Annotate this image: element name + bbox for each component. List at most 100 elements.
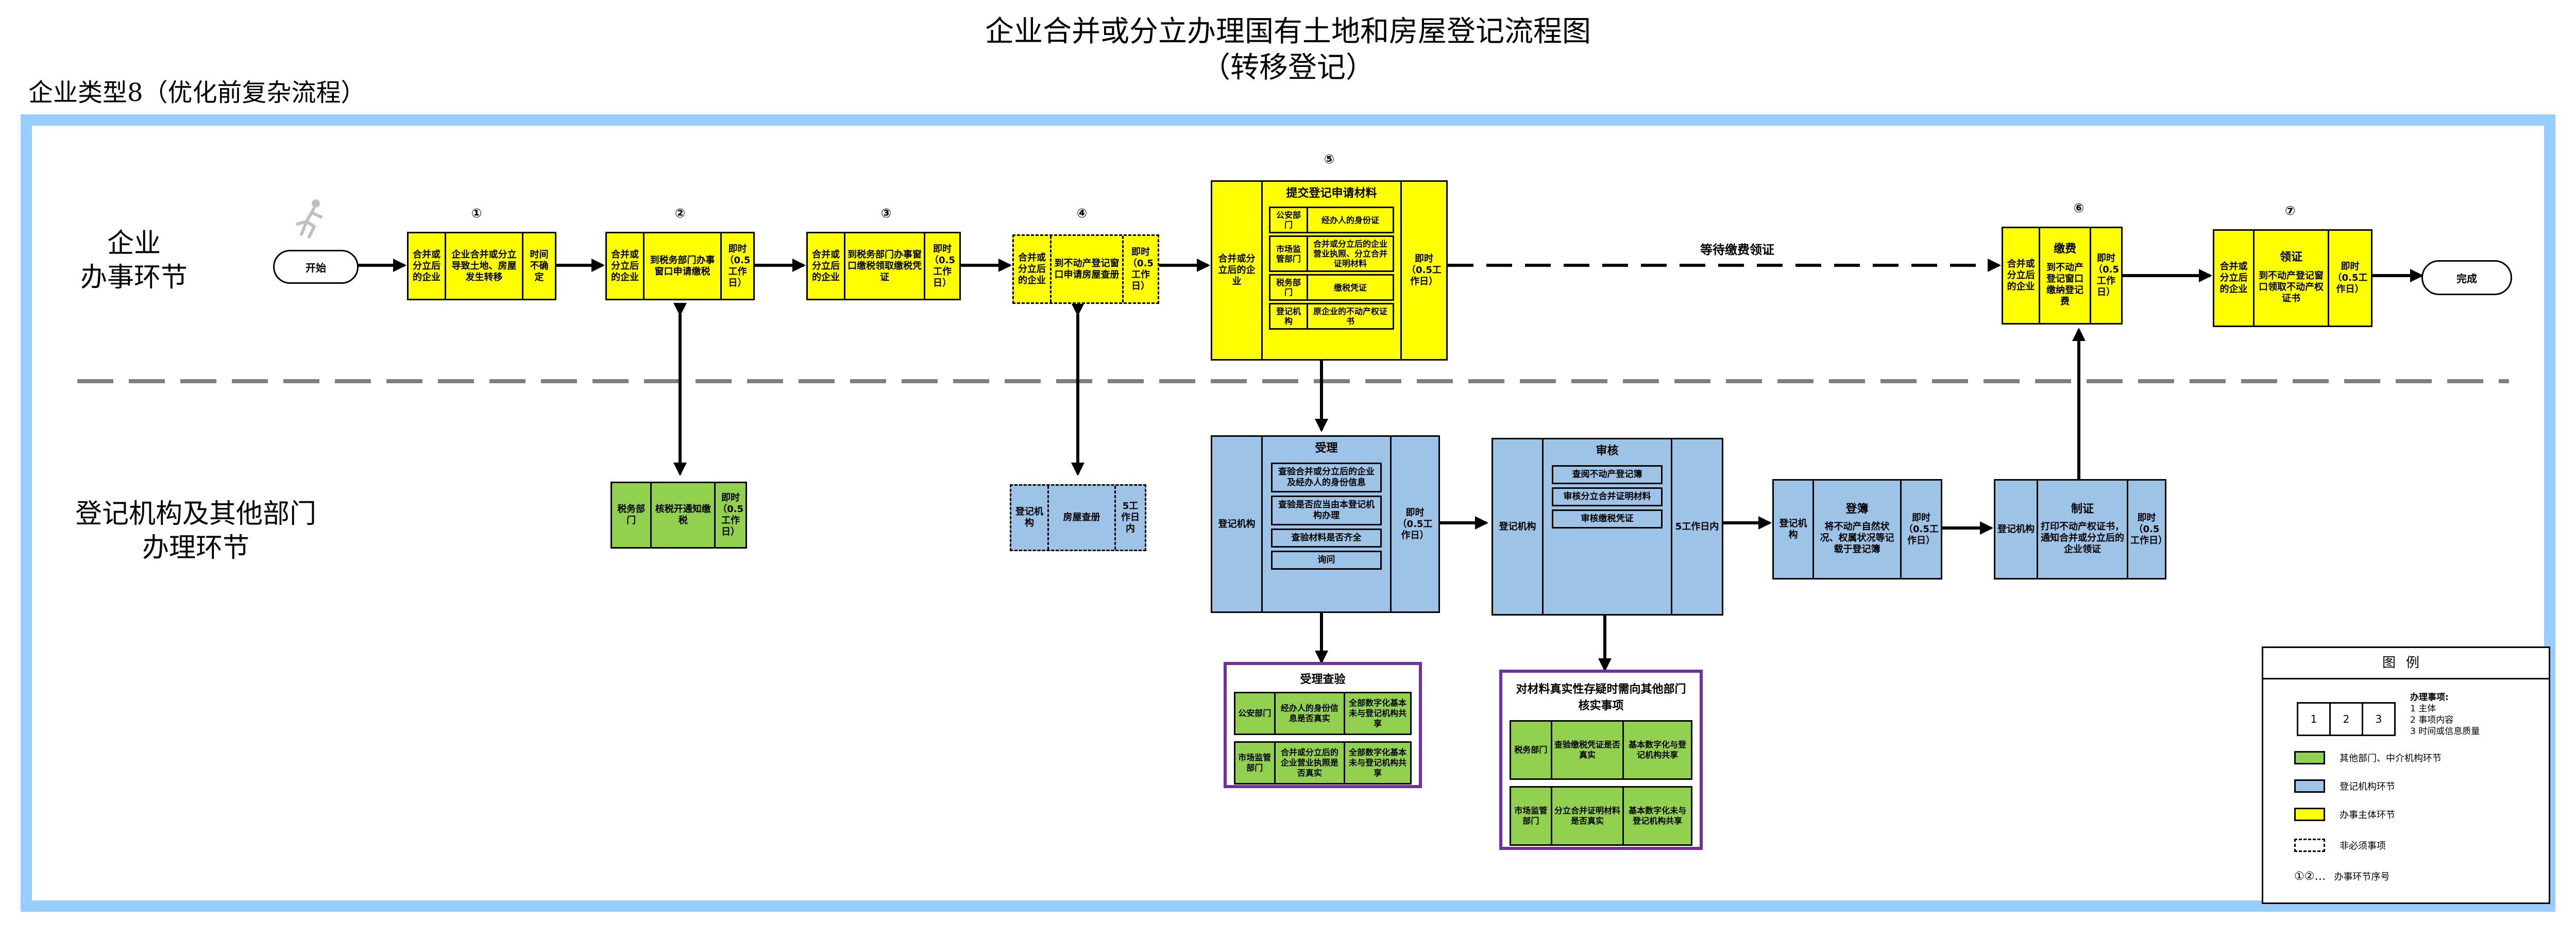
step-2-subject: 合并或分立后的企业 bbox=[611, 249, 639, 283]
diagram-title: 企业合并或分立办理国有土地和房屋登记流程图 bbox=[985, 15, 1591, 48]
certify-subject: 登记机构 bbox=[1997, 523, 2035, 535]
legend-notes-title: 办理事项: bbox=[2410, 692, 2449, 703]
legend-label-sequence: 办事环节序号 bbox=[2334, 872, 2390, 882]
legend-swatch-blue bbox=[2294, 779, 2325, 793]
legend-box-1: 1 bbox=[2297, 702, 2331, 736]
review-head: 审核 bbox=[1596, 445, 1619, 457]
step-6-content: 到不动产登记窗口缴纳登记费 bbox=[2046, 262, 2084, 307]
legend-note-3: 3 时间或信息质量 bbox=[2410, 726, 2480, 737]
step-5-subject: 合并或分立后的企业 bbox=[1218, 253, 1256, 287]
material-source: 税务部门 bbox=[1276, 278, 1301, 297]
material-name: 原企业的不动产权证书 bbox=[1307, 304, 1393, 328]
end-terminal: 完成 bbox=[2421, 260, 2512, 295]
step-3-node: 合并或分立后的企业 到税务部门办事窗口缴税领取缴税凭证 即时（0.5工作日） bbox=[806, 232, 961, 300]
step-5-materials: 提交登记申请材料 公安部门经办人的身份证市场监管部门合并或分立后的企业营业执照、… bbox=[1261, 182, 1400, 359]
step-number-5: ⑤ bbox=[1324, 152, 1335, 166]
review-items: 审核 查阅不动产登记簿审核分立合并证明材料审核缴税凭证 bbox=[1542, 439, 1671, 614]
legend-seq-symbol: ①②… bbox=[2294, 870, 2326, 883]
legend-row-green: 其他部门、中介机构环节 bbox=[2294, 751, 2442, 764]
search-node: 登记机构 房屋查册 5工作日内 bbox=[1010, 484, 1146, 551]
step-number-3: ③ bbox=[880, 206, 892, 220]
wait-label: 等待缴费领证 bbox=[1700, 243, 1774, 257]
legend-note-2: 2 事项内容 bbox=[2410, 715, 2454, 725]
tax-time: 即时（0.5工作日） bbox=[714, 483, 745, 547]
accept-time: 即时（0.5工作日） bbox=[1390, 437, 1438, 611]
verify-accept-title: 受理查验 bbox=[1300, 673, 1346, 686]
step-4-subject: 合并或分立后的企业 bbox=[1018, 252, 1046, 286]
material-name: 合并或分立后的企业营业执照、分立合并证明材料 bbox=[1307, 237, 1393, 270]
legend: 图例 1 2 3 办理事项: 1 主体 2 事项内容 3 时间或信息质量 其他部… bbox=[2262, 646, 2550, 904]
register-time: 即时（0.5工作日） bbox=[1900, 481, 1941, 578]
step-7-content: 到不动产登记窗口领取不动产权证书 bbox=[2259, 270, 2324, 304]
verify-dept: 公安部门 bbox=[1238, 708, 1272, 718]
verify-row: 税务部门查验缴税凭证是否真实基本数字化与登记机构共享 bbox=[1510, 720, 1692, 780]
step-4-content: 到不动产登记窗口申请房屋查册 bbox=[1050, 236, 1122, 302]
step-number-1: ① bbox=[471, 206, 482, 220]
legend-sample-node: 1 2 3 bbox=[2297, 702, 2396, 736]
runner-icon bbox=[296, 199, 323, 238]
verify-status: 基本数字化与登记机构共享 bbox=[1622, 722, 1691, 778]
legend-row-yellow: 办事主体环节 bbox=[2294, 808, 2395, 821]
accept-subject: 登记机构 bbox=[1218, 518, 1256, 530]
step-5-material-row: 税务部门缴税凭证 bbox=[1269, 274, 1394, 301]
step-1-content: 企业合并或分立导致土地、房屋发生转移 bbox=[445, 233, 522, 299]
accept-head: 受理 bbox=[1315, 442, 1338, 455]
legend-row-sequence: ①②… 办事环节序号 bbox=[2294, 870, 2389, 883]
lower-review-item: 查阅不动产登记簿 bbox=[1552, 465, 1663, 484]
legend-label-green: 其他部门、中介机构环节 bbox=[2340, 753, 2442, 764]
step-6-head: 缴费 bbox=[2054, 243, 2077, 255]
diagram-subtitle: （转移登记） bbox=[1201, 51, 1375, 84]
step-1-subject: 合并或分立后的企业 bbox=[413, 249, 440, 283]
step-number-4: ④ bbox=[1076, 206, 1088, 220]
legend-box-3: 3 bbox=[2363, 702, 2396, 736]
search-content: 房屋查册 bbox=[1047, 486, 1114, 550]
register-content: 将不动产自然状况、权属状况等记载于登记簿 bbox=[1820, 521, 1894, 555]
step-6-subject: 合并或分立后的企业 bbox=[2007, 259, 2035, 292]
review-item-list: 查阅不动产登记簿审核分立合并证明材料审核缴税凭证 bbox=[1547, 462, 1668, 532]
step-7-time: 即时（0.5工作日） bbox=[2328, 231, 2371, 326]
step-2-time: 即时（0.5工作日） bbox=[720, 233, 753, 299]
search-time: 5工作日内 bbox=[1114, 486, 1145, 550]
lower-review-item: 审核缴税凭证 bbox=[1552, 509, 1663, 529]
step-6-node: 合并或分立后的企业 缴费 到不动产登记窗口缴纳登记费 即时（0.5工作日） bbox=[2002, 227, 2123, 325]
verify-item: 合并或分立后的企业营业执照是否真实 bbox=[1274, 743, 1344, 783]
step-1-node: 合并或分立后的企业 企业合并或分立导致土地、房屋发生转移 时间不确定 bbox=[407, 232, 556, 300]
lane-label-registry: 登记机构及其他部门 办理环节 bbox=[75, 499, 316, 564]
tax-subject: 税务部门 bbox=[617, 504, 646, 526]
lower-accept-item: 询问 bbox=[1271, 551, 1382, 570]
material-source: 市场监管部门 bbox=[1276, 244, 1301, 264]
register-node: 登记机构 登簿 将不动产自然状况、权属状况等记载于登记簿 即时（0.5工作日） bbox=[1772, 479, 1942, 580]
step-5-material-row: 公安部门经办人的身份证 bbox=[1269, 207, 1394, 233]
review-subject: 登记机构 bbox=[1499, 521, 1536, 532]
certify-content: 打印不动产权证书，通知合并或分立后的企业领证 bbox=[2041, 521, 2124, 555]
register-subject: 登记机构 bbox=[1779, 518, 1807, 540]
step-3-content: 到税务部门办事窗口缴税领取缴税凭证 bbox=[844, 233, 924, 299]
material-name: 经办人的身份证 bbox=[1307, 208, 1393, 232]
search-subject: 登记机构 bbox=[1015, 506, 1043, 529]
legend-box-2: 2 bbox=[2331, 702, 2363, 736]
legend-label-yellow: 办事主体环节 bbox=[2340, 810, 2395, 821]
certify-node: 登记机构 制证 打印不动产权证书，通知合并或分立后的企业领证 即时（0.5工作日… bbox=[1994, 479, 2167, 580]
diagram-frame bbox=[21, 114, 2555, 912]
legend-note-1: 1 主体 bbox=[2410, 704, 2436, 714]
verify-status: 全部数字化基本未与登记机构共享 bbox=[1344, 743, 1410, 783]
verify-row: 市场监管部门合并或分立后的企业营业执照是否真实全部数字化基本未与登记机构共享 bbox=[1234, 741, 1412, 785]
step-5-material-list: 公安部门经办人的身份证市场监管部门合并或分立后的企业营业执照、分立合并证明材料税… bbox=[1266, 205, 1397, 332]
verify-dept: 市场监管部门 bbox=[1514, 806, 1548, 826]
step-1-time: 时间不确定 bbox=[522, 233, 555, 299]
step-7-subject: 合并或分立后的企业 bbox=[2219, 261, 2248, 295]
verify-dept: 税务部门 bbox=[1514, 745, 1548, 755]
material-name: 缴税凭证 bbox=[1307, 276, 1393, 299]
verify-review-title: 对材料真实性存疑时需向其他部门核实事项 bbox=[1516, 683, 1686, 712]
review-node: 登记机构 审核 查阅不动产登记簿审核分立合并证明材料审核缴税凭证 5工作日内 bbox=[1492, 438, 1723, 616]
verify-item: 分立合并证明材料是否真实 bbox=[1550, 788, 1623, 844]
verify-item: 经办人的身份信息是否真实 bbox=[1274, 693, 1344, 734]
verify-row: 公安部门经办人的身份信息是否真实全部数字化基本未与登记机构共享 bbox=[1234, 692, 1412, 735]
lane-label-enterprise: 企业 办事环节 bbox=[80, 228, 188, 293]
step-4-node: 合并或分立后的企业 到不动产登记窗口申请房屋查册 即时（0.5工作日） bbox=[1012, 234, 1159, 304]
step-7-head: 领证 bbox=[2279, 251, 2302, 264]
verify-item: 查验缴税凭证是否真实 bbox=[1550, 722, 1623, 778]
verify-dept: 市场监管部门 bbox=[1238, 753, 1272, 773]
lower-accept-item: 查验合并或分立后的企业及经办人的身份信息 bbox=[1271, 463, 1382, 492]
